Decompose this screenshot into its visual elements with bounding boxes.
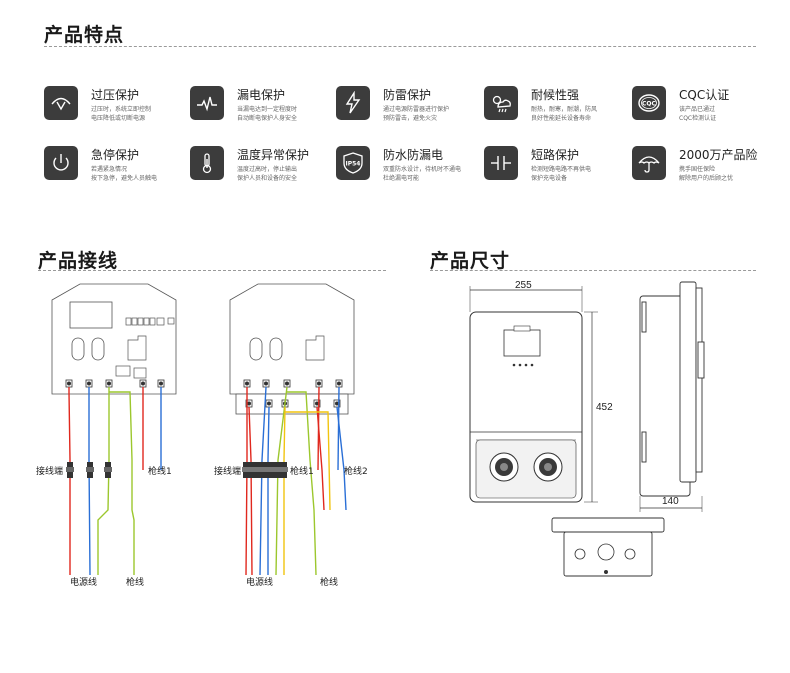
ip54-shield-icon: IP54 xyxy=(336,146,370,180)
socket-hole-2-dual xyxy=(269,337,283,361)
svg-text:CQC: CQC xyxy=(642,101,657,108)
cable-holes xyxy=(574,543,636,574)
wires-dual xyxy=(245,386,347,576)
thermometer-icon xyxy=(190,146,224,180)
lightning-icon xyxy=(336,86,370,120)
svg-text:IP54: IP54 xyxy=(346,161,361,168)
depth-dimension: 140 xyxy=(662,496,679,507)
feature-title: CQC认证 xyxy=(679,88,730,102)
board-outline-dual xyxy=(229,283,355,395)
relay-small-2 xyxy=(133,367,147,379)
gun-bottom-label-left: 枪线 xyxy=(126,576,144,588)
relay-outline xyxy=(127,335,147,361)
wiring-section-title: 产品接线 xyxy=(38,250,119,272)
umbrella-icon xyxy=(632,146,666,180)
wiring-divider xyxy=(38,270,386,271)
board-outline xyxy=(51,283,177,395)
power-line-label-right: 电源线 xyxy=(246,576,273,588)
socket-hole-1-dual xyxy=(249,337,263,361)
socket-right xyxy=(533,452,563,482)
sub-board xyxy=(235,393,349,415)
features-section-title: 产品特点 xyxy=(44,24,125,46)
wires xyxy=(68,387,162,576)
gun2-label-right: 枪线2 xyxy=(344,465,368,477)
cqc-icon: CQC xyxy=(632,86,666,120)
relay-outline-dual xyxy=(305,335,325,361)
gun1-label-right: 枪线1 xyxy=(290,465,314,477)
feature-umbrella: 2000万产品险携手国任保险解除用户的后顾之忧 xyxy=(632,146,782,190)
feature-desc: 双重防水设计，待机时不通电杜绝漏电可能 xyxy=(383,166,462,182)
feature-desc: 携手国任保险解除用户的后顾之忧 xyxy=(679,166,734,182)
side-view xyxy=(639,281,705,497)
socket-left xyxy=(489,452,519,482)
feature-title: 耐候性强 xyxy=(531,88,580,102)
feature-leakage: 漏电保护当漏电达到一定程度时自动断电保护人身安全 xyxy=(190,86,340,130)
feature-title: 防雷保护 xyxy=(383,88,432,102)
wiring-diagram-dual: 接线端 枪线1 枪线2 电源线 枪线 xyxy=(214,283,368,588)
relay-block xyxy=(125,317,175,326)
display-module xyxy=(69,301,113,329)
gun-line-label-left: 枪线1 xyxy=(148,465,172,477)
feature-title: 2000万产品险 xyxy=(679,148,758,162)
feature-desc: 耐热，耐寒，耐潮，防风良好性能延长设备寿命 xyxy=(531,106,598,122)
socket-hole-1 xyxy=(71,337,85,361)
terminal-label-right: 接线端 xyxy=(214,465,241,477)
features-divider xyxy=(44,46,756,47)
dimensions-section-title: 产品尺寸 xyxy=(430,250,511,272)
dimension-drawing: 255 452 140 xyxy=(469,280,705,577)
feature-lightning: 防雷保护通过电源防雷器进行保护预防雷击，避免火灾 xyxy=(336,86,486,130)
feature-desc: 通过电源防雷器进行保护预防雷击，避免火灾 xyxy=(383,106,450,122)
height-dimension: 452 xyxy=(596,402,613,413)
terminal-row-dual xyxy=(243,379,343,388)
power-icon xyxy=(44,146,78,180)
feature-desc: 过压时，系统立即控制电压降低或切断电源 xyxy=(91,106,152,122)
feature-ip54-shield: IP54 防水防漏电双重防水设计，待机时不通电杜绝漏电可能 xyxy=(336,146,486,190)
feature-thermometer: 温度异常保护温度过高时，停止输出保护人员和设备的安全 xyxy=(190,146,340,190)
feature-title: 温度异常保护 xyxy=(237,148,310,162)
terminal-blocks xyxy=(66,462,112,478)
feature-desc: 温度过高时，停止输出保护人员和设备的安全 xyxy=(237,166,298,182)
socket-hole-2 xyxy=(91,337,105,361)
feature-title: 短路保护 xyxy=(531,148,580,162)
feature-power: 急停保护若遇紧急情况按下急停，避免人员触电 xyxy=(44,146,194,190)
width-dimension: 255 xyxy=(515,280,532,291)
dimensions-divider xyxy=(430,270,756,271)
front-indicators xyxy=(512,363,534,367)
feature-desc: 若遇紧急情况按下急停，避免人员触电 xyxy=(91,166,158,182)
weather-icon xyxy=(484,86,518,120)
feature-title: 漏电保护 xyxy=(237,88,286,102)
feature-desc: 检测短路电路不再供电保护充电设备 xyxy=(531,166,592,182)
feature-title: 防水防漏电 xyxy=(383,148,444,162)
terminal-blocks-dual xyxy=(242,462,288,478)
terminal-row xyxy=(65,379,165,388)
front-screen xyxy=(503,329,541,357)
wiring-diagram-single: 接线端 枪线1 电源线 枪线 xyxy=(36,283,177,588)
leakage-icon xyxy=(190,86,224,120)
gun-bottom-label-right: 枪线 xyxy=(320,576,338,588)
feature-short-circuit: 短路保护检测短路电路不再供电保护充电设备 xyxy=(484,146,634,190)
short-circuit-icon xyxy=(484,146,518,180)
voltage-meter-icon xyxy=(44,86,78,120)
power-line-label-left: 电源线 xyxy=(70,576,97,588)
feature-weather: 耐候性强耐热，耐寒，耐潮，防风良好性能延长设备寿命 xyxy=(484,86,634,130)
feature-desc: 当漏电达到一定程度时自动断电保护人身安全 xyxy=(237,106,298,122)
feature-voltage-meter: 过压保护过压时，系统立即控制电压降低或切断电源 xyxy=(44,86,194,130)
terminal-label-left: 接线端 xyxy=(36,465,63,477)
feature-title: 过压保护 xyxy=(91,88,140,102)
relay-small xyxy=(115,365,131,377)
feature-title: 急停保护 xyxy=(91,148,140,162)
